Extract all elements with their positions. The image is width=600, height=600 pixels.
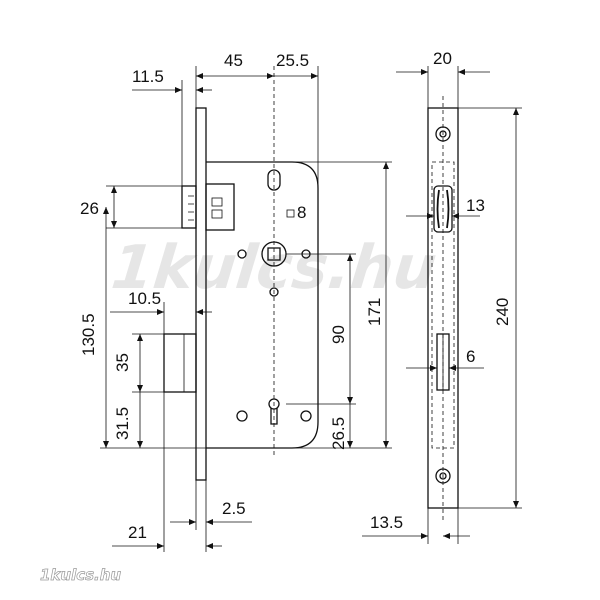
mounting-slot <box>267 169 281 191</box>
front-dimensions: 11.5 45 25.5 26 8 130.5 10.5 35 31.5 90 <box>79 51 392 552</box>
dim-240: 240 <box>493 298 512 326</box>
dim-13-5: 13.5 <box>370 513 403 532</box>
front-view <box>163 66 319 481</box>
dim-35: 35 <box>113 353 132 372</box>
latch-bolt <box>181 183 235 231</box>
dim-130-5: 130.5 <box>79 313 98 356</box>
dim-2-5: 2.5 <box>222 499 246 518</box>
deadbolt <box>163 333 197 393</box>
faceplate <box>195 107 207 481</box>
dim-13: 13 <box>466 196 485 215</box>
lock-case <box>206 161 319 449</box>
dim-90: 90 <box>329 325 348 344</box>
watermark-corner: 1kulcs.hu <box>40 566 121 584</box>
dim-11-5: 11.5 <box>132 67 164 86</box>
dim-171: 171 <box>365 298 384 326</box>
dim-26: 26 <box>80 199 99 218</box>
dim-25-5: 25.5 <box>276 51 309 70</box>
side-view <box>427 96 459 520</box>
dim-26-5: 26.5 <box>329 417 348 450</box>
dim-6: 6 <box>466 347 475 366</box>
dim-21: 21 <box>128 523 147 542</box>
faceplate-side <box>427 107 459 509</box>
dim-20: 20 <box>433 49 452 68</box>
dim-10-5: 10.5 <box>128 289 161 308</box>
dim-31-5: 31.5 <box>113 407 132 440</box>
dim-square-8: 8 <box>297 203 306 222</box>
dim-45: 45 <box>224 51 243 70</box>
side-dimensions: 20 13 6 240 13.5 <box>362 49 522 544</box>
